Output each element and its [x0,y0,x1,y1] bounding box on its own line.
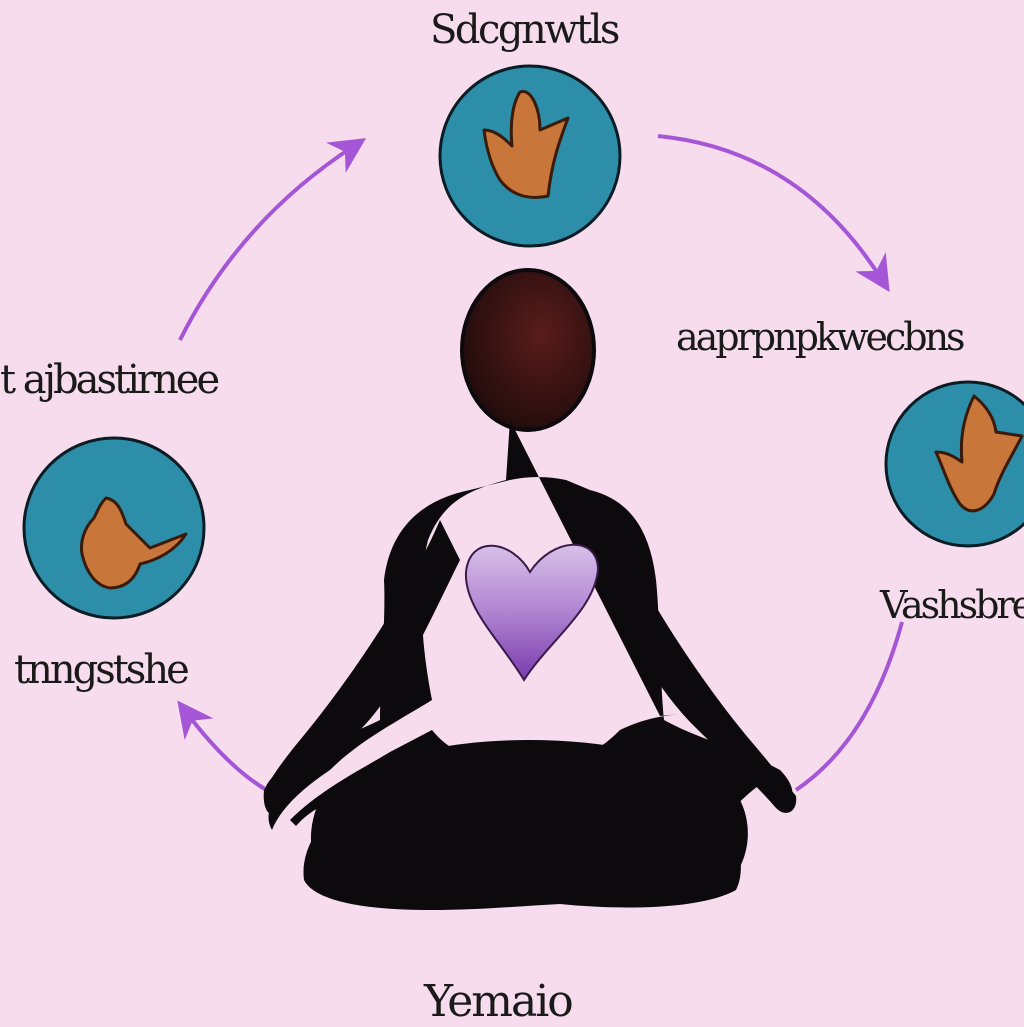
figure-lap [310,740,748,906]
figure-head [460,268,596,432]
label-top: Sdcgnwtls [430,7,620,53]
label-left-lower: tnngstshe [14,647,190,693]
arrow-right-down [794,621,904,792]
label-bottom: Yemaio [424,976,574,1027]
figure-arm-left [263,520,460,815]
arrow-left-up [178,138,367,341]
left-circle [22,436,206,620]
right-circle [884,380,1024,548]
label-right-lower: Vashsbre [880,583,1024,627]
top-circle [438,64,622,248]
hand-icon [482,90,570,199]
arrow-top-right [657,134,890,293]
figure-arm-right [592,520,797,813]
label-right: aaprpnpkwecbns [676,315,966,359]
label-left-upper: t ajbastirnee [0,357,220,403]
hand-icon [80,496,188,590]
cycle-arrows [177,134,904,794]
heart-icon [464,543,600,682]
arrow-bottom-left [177,700,271,794]
meditating-person-icon [263,268,797,910]
hand-icon [934,394,1024,513]
